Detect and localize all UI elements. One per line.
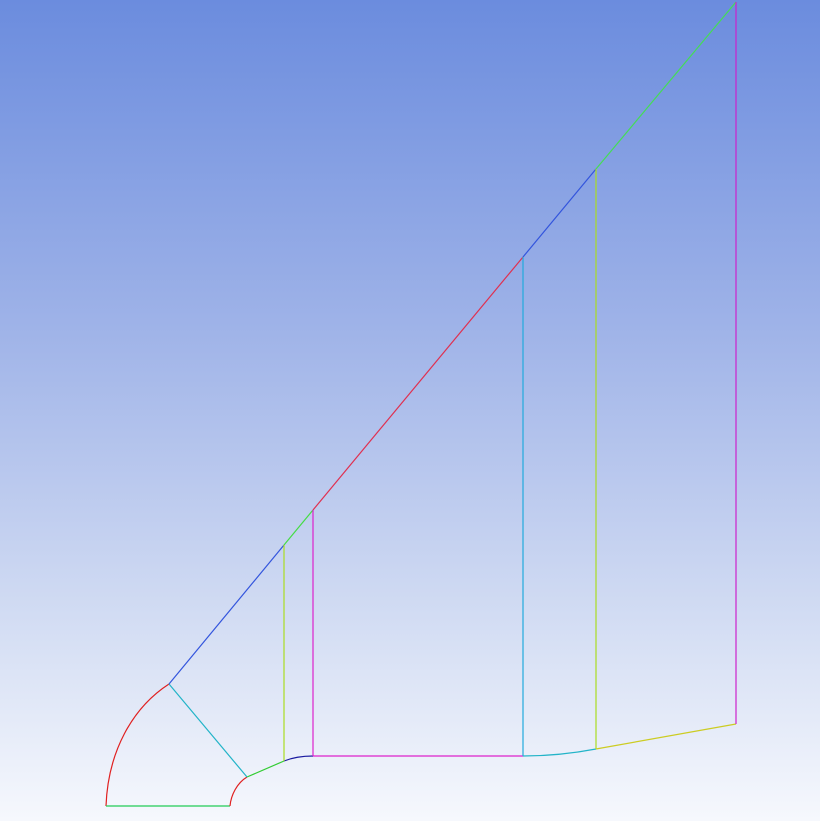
cone-surface[interactable] — [246, 760, 285, 778]
lower-wall-yellow[interactable] — [595, 723, 737, 750]
upper-boundary-red[interactable] — [312, 256, 524, 511]
upper-boundary-green-upper[interactable] — [595, 1, 737, 170]
lower-wall-cyan[interactable] — [522, 748, 597, 757]
inlet-arc[interactable] — [105, 683, 170, 807]
upper-boundary-green-lower[interactable] — [283, 509, 314, 546]
upper-boundary-blue-lower[interactable] — [168, 544, 285, 685]
throat-curve[interactable] — [283, 755, 314, 762]
upper-boundary-blue-upper[interactable] — [522, 168, 597, 258]
block-divider-cyan[interactable] — [168, 683, 248, 778]
lip-fillet[interactable] — [229, 776, 248, 807]
